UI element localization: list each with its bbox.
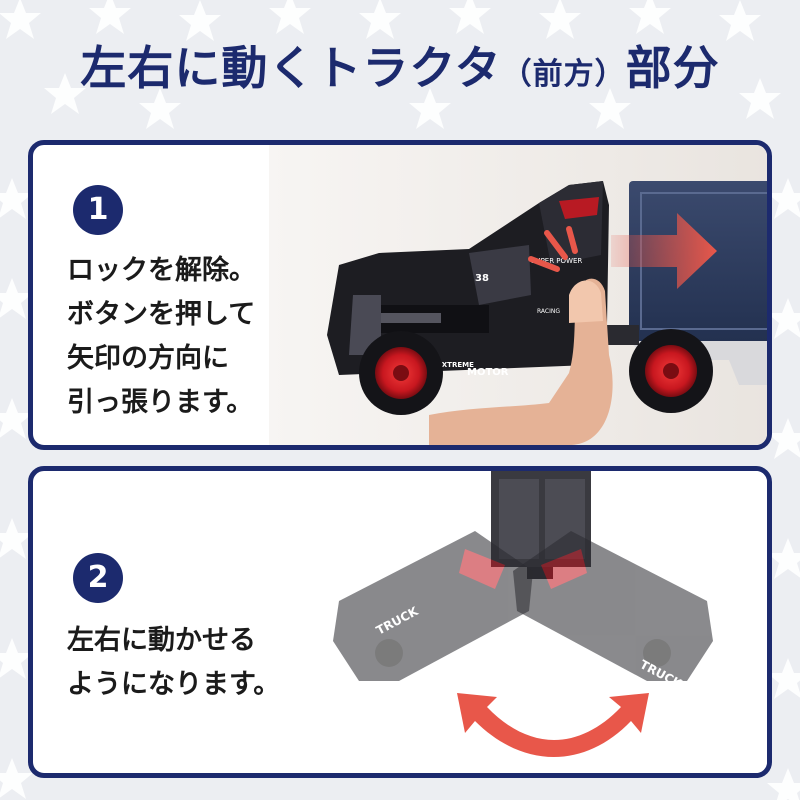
truck-unlock-photo: 38 SUPER POWER RACING EXTREME MOTOR: [269, 145, 767, 445]
decal-extreme: EXTREME: [437, 361, 474, 369]
page-title-paren: （前方）: [501, 57, 626, 92]
swivel-direction-arrow: [457, 693, 649, 757]
step-2-line-2: ようになります。: [67, 669, 281, 700]
step-2-number-badge: 2: [73, 553, 123, 603]
decal-motor: MOTOR: [467, 367, 509, 378]
press-indicator-marks: [528, 226, 578, 272]
rear-wheel: [629, 329, 713, 413]
page-title-tail: 部分: [625, 41, 720, 95]
page-title: 左右に動くトラクタ（前方）部分: [0, 38, 800, 105]
step-2-instructions: 左右に動かせる ようになります。: [67, 619, 280, 707]
front-wheel: [359, 331, 443, 415]
step-1-line-1: ロックを解除。: [67, 255, 256, 286]
step-1-instructions: ロックを解除。 ボタンを押して 矢印の方向に 引っ張ります。: [67, 249, 256, 425]
tractor-cab: 38 SUPER POWER RACING EXTREME MOTOR: [327, 181, 609, 378]
step-2-line-1: 左右に動かせる: [67, 625, 256, 656]
hand-pressing-button: [429, 278, 613, 445]
pull-direction-arrow: [611, 213, 717, 289]
step-1-line-4: 引っ張ります。: [67, 387, 254, 418]
step-2-panel: 2 左右に動かせる ようになります。 TRUCK TRUCK: [28, 466, 772, 778]
page-title-main: 左右に動くトラクタ: [80, 41, 502, 95]
step-1-line-2: ボタンを押して: [67, 299, 256, 330]
decal-number: 38: [475, 273, 489, 284]
step-1-line-3: 矢印の方向に: [67, 343, 229, 374]
tractor-swivel-photo: TRUCK TRUCK: [269, 471, 767, 773]
step-1-panel: 1 ロックを解除。 ボタンを押して 矢印の方向に 引っ張ります。: [28, 140, 772, 450]
cab-ghost-left: TRUCK: [333, 531, 533, 681]
step-1-number-badge: 1: [73, 185, 123, 235]
decal-racing: RACING: [537, 308, 560, 315]
decal-super-power: SUPER POWER: [531, 257, 582, 265]
